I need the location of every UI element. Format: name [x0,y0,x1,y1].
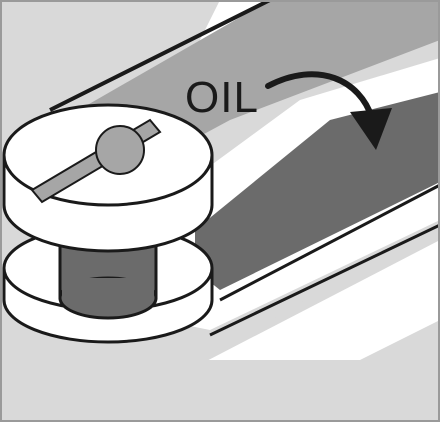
plate-edge-line [209,223,440,337]
oil-arrow-shaft [265,71,375,121]
keyhole-hub [95,125,145,175]
channel-edge-line [219,183,440,302]
shaft-fill [62,278,154,298]
oil-arrow-head [350,108,392,150]
oil-label: OIL [185,73,259,122]
bottom-strip [0,360,440,422]
rail-edge-line [49,0,271,112]
